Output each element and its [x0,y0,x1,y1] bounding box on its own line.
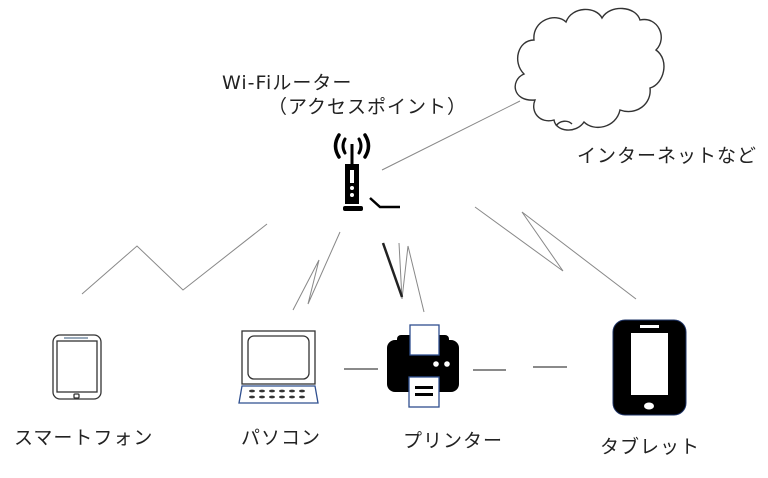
router-internet-link [381,100,521,171]
wireless-links [81,206,637,313]
laptop-icon [238,330,319,404]
wired-links [344,366,567,371]
device-label-pc: パソコン [241,427,322,449]
router-title: Wi-Fiルーター [222,72,353,94]
smartphone-icon [52,334,102,400]
wireless-link-tablet [474,206,637,300]
cloud-icon [514,7,665,131]
wireless-link-pc [292,231,341,311]
router-subtitle: （アクセスポイント） [268,96,468,118]
printer-icon [387,324,459,408]
device-label-tablet: タブレット [600,436,701,458]
internet-label: インターネットなど [577,145,758,167]
device-label-smartphone: スマートフォン [14,427,154,449]
wireless-link-smartphone [81,223,268,295]
router-icon [333,133,400,211]
device-label-printer: プリンター [403,430,504,452]
wireless-link-printer [398,242,425,313]
tablet-icon [612,319,687,416]
